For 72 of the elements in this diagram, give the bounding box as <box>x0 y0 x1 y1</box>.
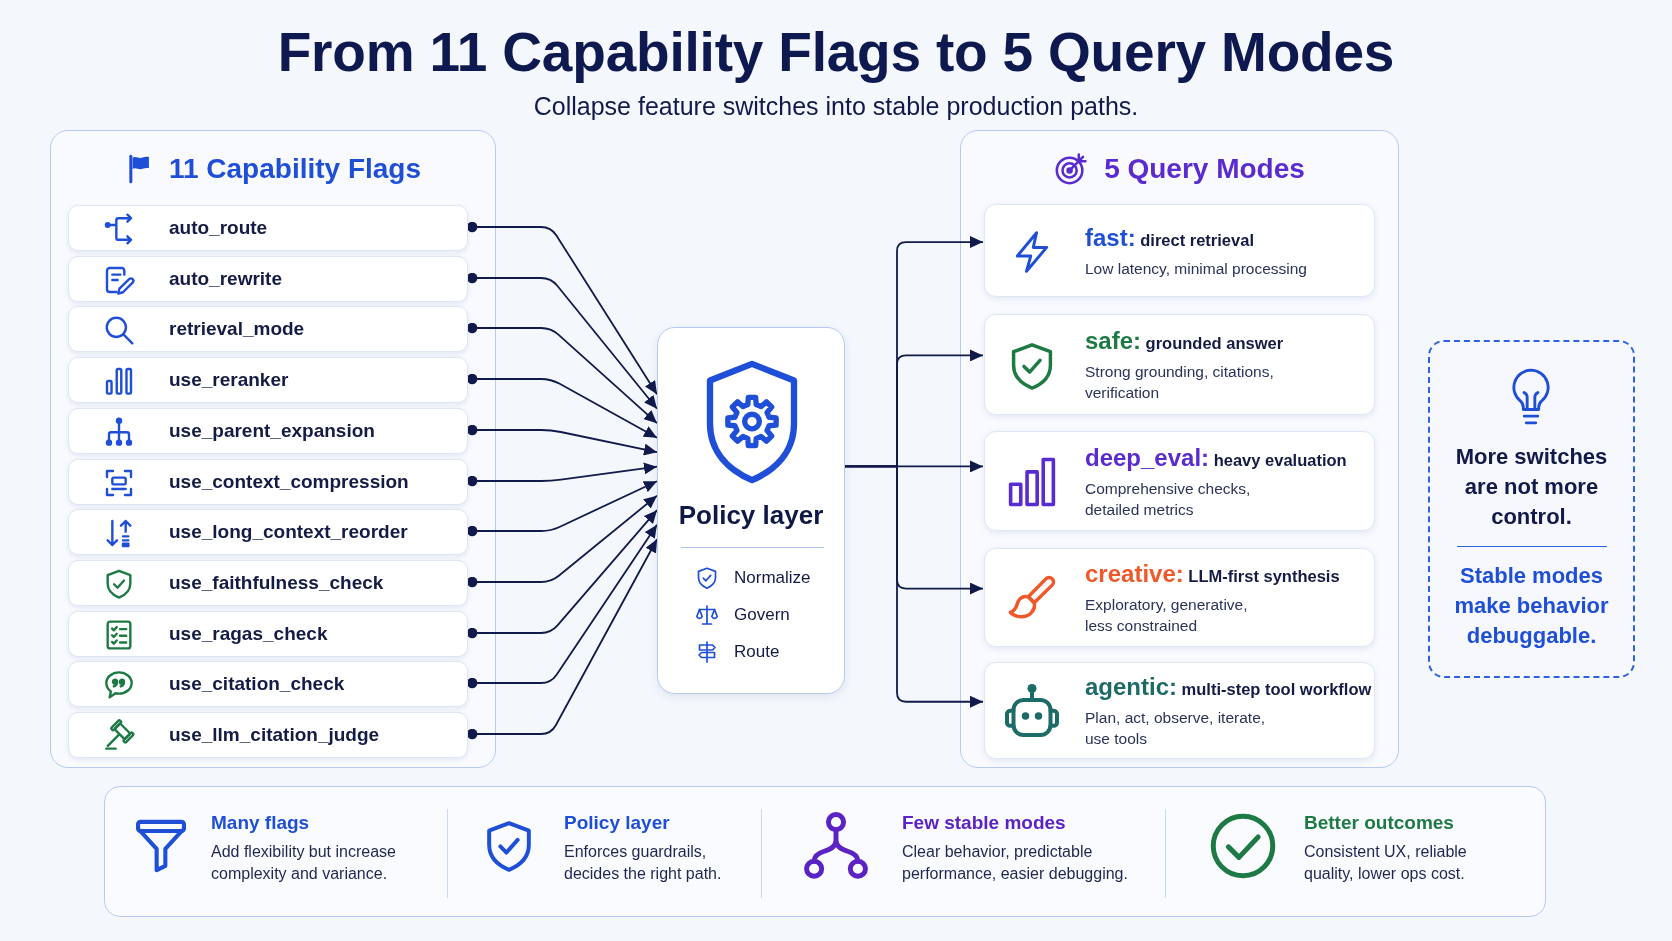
mode-heading: agentic: multi-step tool workflow <box>1085 672 1372 702</box>
arrow <box>466 523 658 689</box>
flag-name: use_llm_citation_judge <box>169 724 380 746</box>
mode-heading: deep_eval: heavy evaluation <box>1085 442 1347 473</box>
arrow <box>466 538 658 740</box>
flag-card <box>68 306 468 352</box>
group-panel <box>50 130 496 768</box>
flag-card <box>68 357 468 403</box>
mode-description: Low latency, minimal processing <box>1085 258 1307 279</box>
list-item-text: Route <box>734 641 780 663</box>
arrow <box>466 494 658 588</box>
flag-card <box>68 459 468 505</box>
flag-name: use_ragas_check <box>169 623 328 645</box>
mode-description: Exploratory, generative, less constrained <box>1085 595 1249 636</box>
note-card <box>1428 340 1635 678</box>
flag-name: retrieval_mode <box>169 318 305 340</box>
flag-card <box>68 205 468 251</box>
diagram-title: From 11 Capability Flags to 5 Query Modes <box>277 20 1395 84</box>
mode-heading: creative: LLM-first synthesis <box>1085 559 1340 589</box>
mode-description: Strong grounding, citations, verification <box>1085 362 1275 403</box>
panel-heading: 11 Capability Flags <box>168 153 422 185</box>
mode-heading: fast: direct retrieval <box>1085 222 1254 253</box>
flag-card <box>68 712 468 758</box>
mode-card <box>984 548 1375 647</box>
list-item-text: Normalize <box>734 567 811 589</box>
policy-card <box>657 327 845 694</box>
summary-text: Consistent UX, reliable quality, lower ops cost. <box>1304 842 1468 884</box>
mode-description: Comprehensive checks, detailed metrics <box>1085 478 1252 520</box>
summary-heading: Better outcomes <box>1304 811 1454 834</box>
flag-card <box>68 560 468 606</box>
summary-heading: Few stable modes <box>902 811 1066 834</box>
group-panel <box>960 130 1399 768</box>
mode-card <box>984 662 1375 759</box>
mode-heading: safe: grounded answer <box>1085 326 1284 356</box>
flag-card <box>68 256 468 302</box>
mode-description: Plan, act, observe, iterate, use tools <box>1085 708 1267 749</box>
flag-name: use_reranker <box>169 369 289 391</box>
flag-name: auto_rewrite <box>169 268 282 290</box>
arrow <box>466 462 658 487</box>
flag-card <box>68 509 468 555</box>
summary-text: Add flexibility but increase complexity and variance. <box>211 842 397 884</box>
flag-name: use_long_context_reorder <box>169 521 408 543</box>
summary-heading: Many flags <box>211 811 310 834</box>
summary-heading: Policy layer <box>564 811 670 834</box>
flag-card <box>68 661 468 707</box>
arrow <box>466 221 658 396</box>
arrow <box>466 373 658 439</box>
arrow <box>466 322 658 425</box>
mode-card <box>984 314 1375 415</box>
flag-name: use_context_compression <box>169 471 409 493</box>
mode-card <box>984 204 1375 297</box>
arrow <box>466 480 658 537</box>
mode-card <box>984 431 1375 531</box>
summary-text: Enforces guardrails, decides the right path. <box>564 842 723 884</box>
note-emphasis: Stable modes make behavior debuggable. <box>1453 562 1610 650</box>
flag-name: auto_route <box>169 217 268 239</box>
subtitle: Collapse feature switches into stable production paths. <box>533 92 1139 121</box>
arrow <box>466 509 658 639</box>
flag-name: use_citation_check <box>169 673 345 695</box>
summary-band <box>104 786 1546 917</box>
flag-card <box>68 408 468 454</box>
list-item-text: Govern <box>734 604 790 626</box>
flag-name: use_faithfulness_check <box>169 572 384 594</box>
note-text: More switches are not more control. <box>1454 443 1609 531</box>
card-heading: Policy layer <box>678 500 824 531</box>
flag-name: use_parent_expansion <box>169 420 375 442</box>
arrow <box>466 424 658 456</box>
summary-text: Clear behavior, predictable performance, easier debugging. <box>902 842 1129 884</box>
flag-card <box>68 611 468 657</box>
arrow <box>844 465 984 708</box>
arrow <box>466 272 658 410</box>
panel-heading: 5 Query Modes <box>1104 153 1305 185</box>
